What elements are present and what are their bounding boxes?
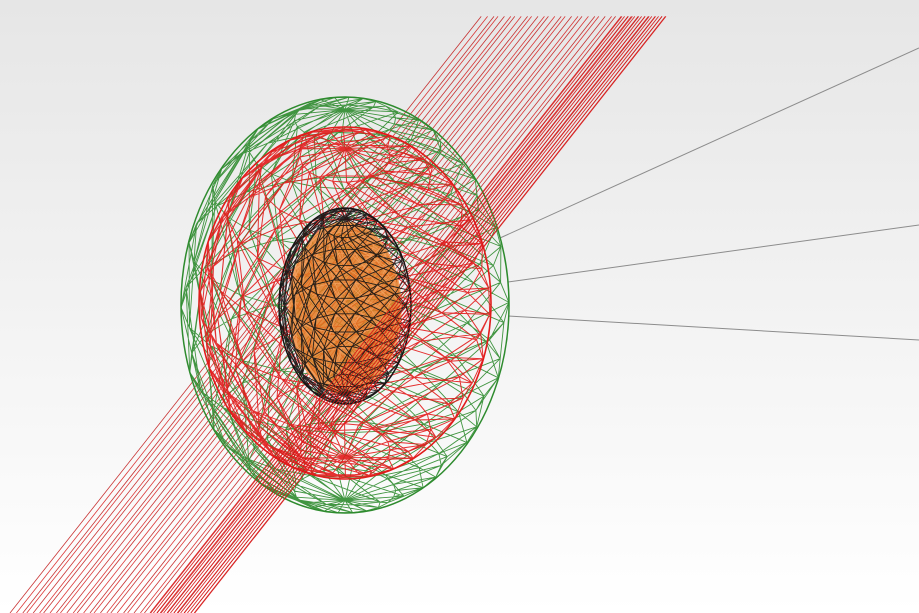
leader-lines bbox=[499, 47, 919, 341]
tube-line bbox=[22, 16, 495, 613]
leader-line bbox=[499, 47, 919, 239]
tube-line bbox=[180, 16, 653, 613]
tube-line bbox=[193, 16, 666, 613]
tube-line bbox=[9, 16, 482, 613]
tube-line bbox=[183, 16, 656, 613]
tube-line bbox=[170, 16, 642, 613]
tube-line bbox=[176, 16, 649, 613]
outer-shell-wireframe bbox=[180, 96, 510, 514]
middle-shell-mesh-outline bbox=[198, 126, 492, 480]
tube-line bbox=[163, 16, 636, 613]
tube-line bbox=[49, 16, 522, 613]
outer-shell-mesh-outline bbox=[180, 96, 510, 514]
tube-line bbox=[149, 16, 622, 613]
tube-line bbox=[166, 16, 639, 613]
tube-line bbox=[156, 16, 629, 613]
tube-line bbox=[39, 16, 512, 613]
tube-line bbox=[190, 16, 663, 613]
tube-line bbox=[32, 16, 505, 613]
leader-line bbox=[507, 224, 919, 283]
inner-shell-mesh-outline bbox=[278, 207, 412, 405]
tube-line bbox=[173, 16, 646, 613]
tube-line bbox=[159, 16, 632, 613]
inner-shell-wireframe bbox=[278, 207, 412, 405]
leader-line bbox=[507, 315, 919, 341]
tube-line bbox=[187, 16, 659, 613]
tube-line bbox=[153, 16, 625, 613]
tube-bundle-front bbox=[149, 16, 666, 613]
tube-line bbox=[167, 16, 640, 613]
